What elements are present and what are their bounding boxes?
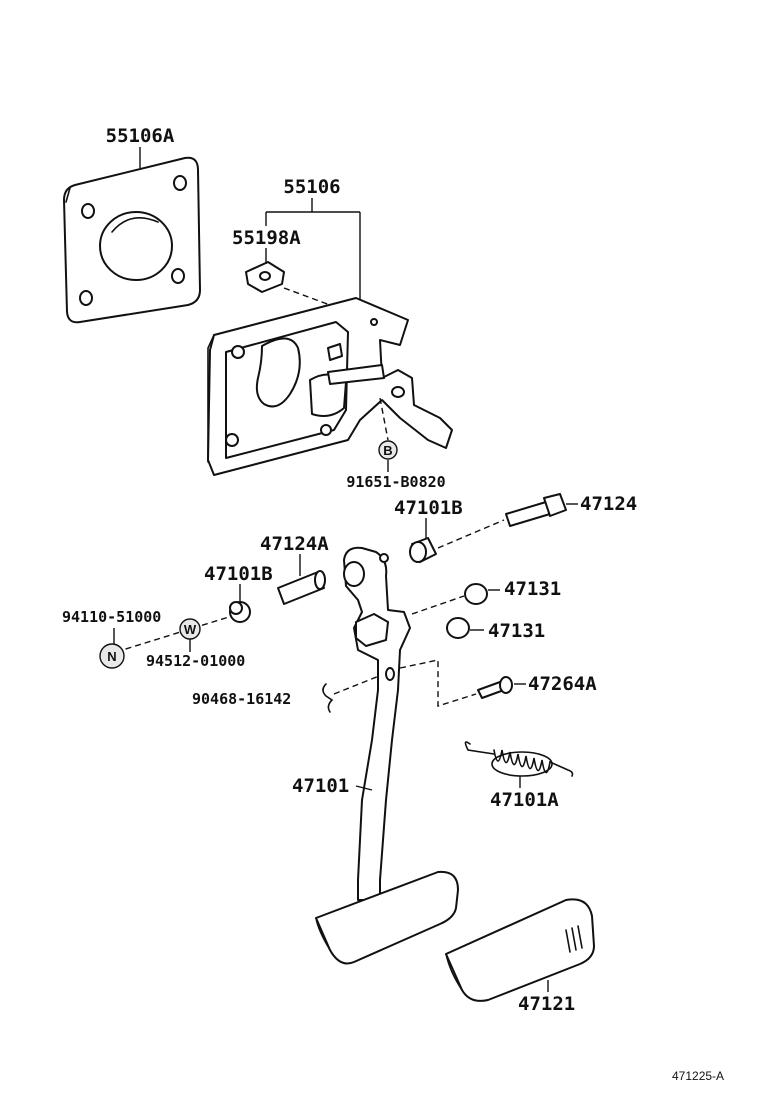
spring-47101a (464, 741, 574, 777)
bushing-47101b-left (229, 601, 251, 623)
gasket-plate-55106a (63, 156, 201, 324)
label-47124a: 47124A (260, 533, 329, 555)
label-55106a: 55106A (106, 125, 175, 147)
badge-w-label: W (184, 622, 197, 637)
pad-cover-47121 (445, 898, 595, 1002)
label-55198a: 55198A (232, 227, 301, 249)
label-47101a: 47101A (490, 789, 559, 811)
label-47131-b: 47131 (488, 620, 545, 642)
label-47101b-left: 47101B (204, 563, 273, 585)
stopper-47131-b (446, 617, 470, 639)
dash-47264a (399, 659, 477, 707)
label-47124: 47124 (580, 493, 637, 515)
label-47121: 47121 (518, 993, 575, 1015)
clip-55198a (245, 261, 285, 293)
pedal-arm-47101 (343, 546, 411, 901)
figure-id: 471225-A (672, 1069, 724, 1083)
badge-n-icon (99, 643, 125, 669)
label-91651-b0820: 91651-B0820 (346, 473, 445, 491)
label-90468-16142: 90468-16142 (192, 690, 291, 708)
dash-55198a (283, 287, 331, 306)
dash-nut-washer (115, 615, 233, 653)
label-47101: 47101 (292, 775, 349, 797)
badge-n-label: N (107, 649, 116, 664)
bushing-47101b-top (409, 537, 437, 563)
label-47131-a: 47131 (504, 578, 561, 600)
bolt-47124 (505, 493, 567, 527)
badge-b-icon (378, 440, 398, 460)
badge-b-label: B (383, 443, 392, 458)
stopper-47131-a (464, 583, 488, 605)
collar-47124a (277, 570, 326, 605)
label-94512-01000: 94512-01000 (146, 652, 245, 670)
label-47101b-top: 47101B (394, 497, 463, 519)
bolt-47264a (477, 676, 513, 699)
label-47264a: 47264A (528, 673, 597, 695)
clip-90468 (322, 683, 334, 713)
dash-47124 (437, 519, 505, 549)
pedal-pad (315, 870, 459, 965)
label-94110-51000: 94110-51000 (62, 608, 161, 626)
label-55106: 55106 (283, 176, 340, 198)
bracket-55106 (207, 297, 453, 476)
dash-91651 (379, 397, 389, 441)
